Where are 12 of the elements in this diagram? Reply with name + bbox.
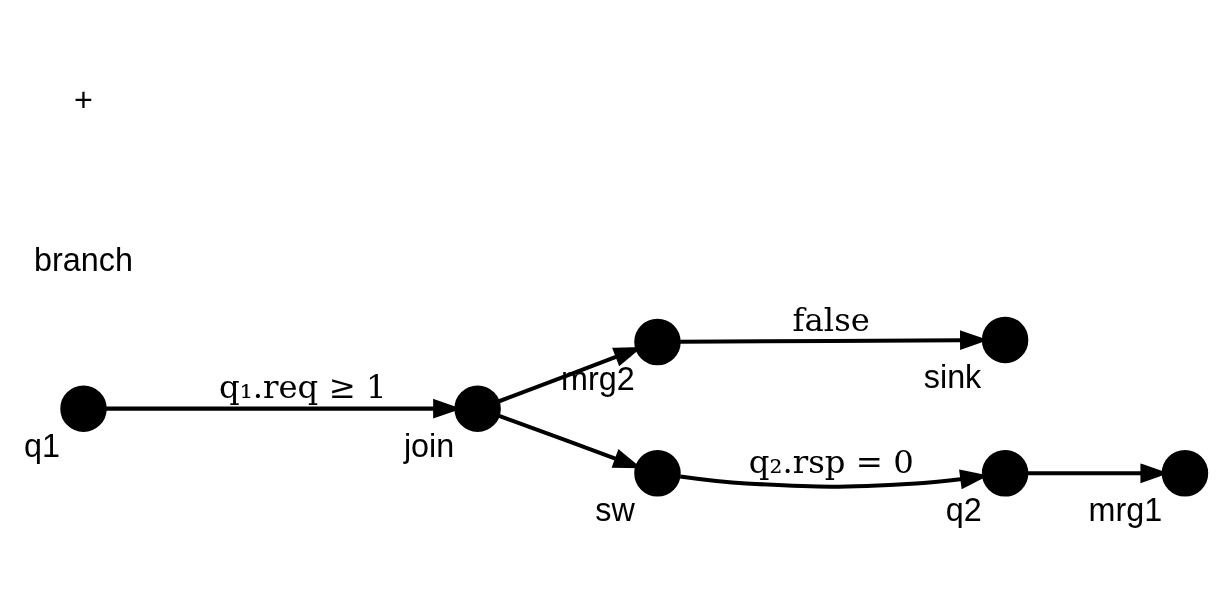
node-label: mrg1 — [1088, 492, 1163, 529]
edge-label: q₂.rsp = 0 — [748, 442, 914, 481]
node-label: sw — [595, 492, 635, 529]
label: + — [74, 82, 93, 119]
node-label: sink — [923, 359, 982, 396]
node-label: q1 — [24, 427, 61, 464]
edge-label: false — [792, 301, 870, 340]
node-label: join — [403, 427, 455, 464]
label: branch — [34, 241, 133, 278]
edge-label: q₁.req ≥ 1 — [219, 368, 387, 407]
node-label: mrg2 — [561, 361, 635, 398]
node-label: q2 — [945, 492, 982, 529]
